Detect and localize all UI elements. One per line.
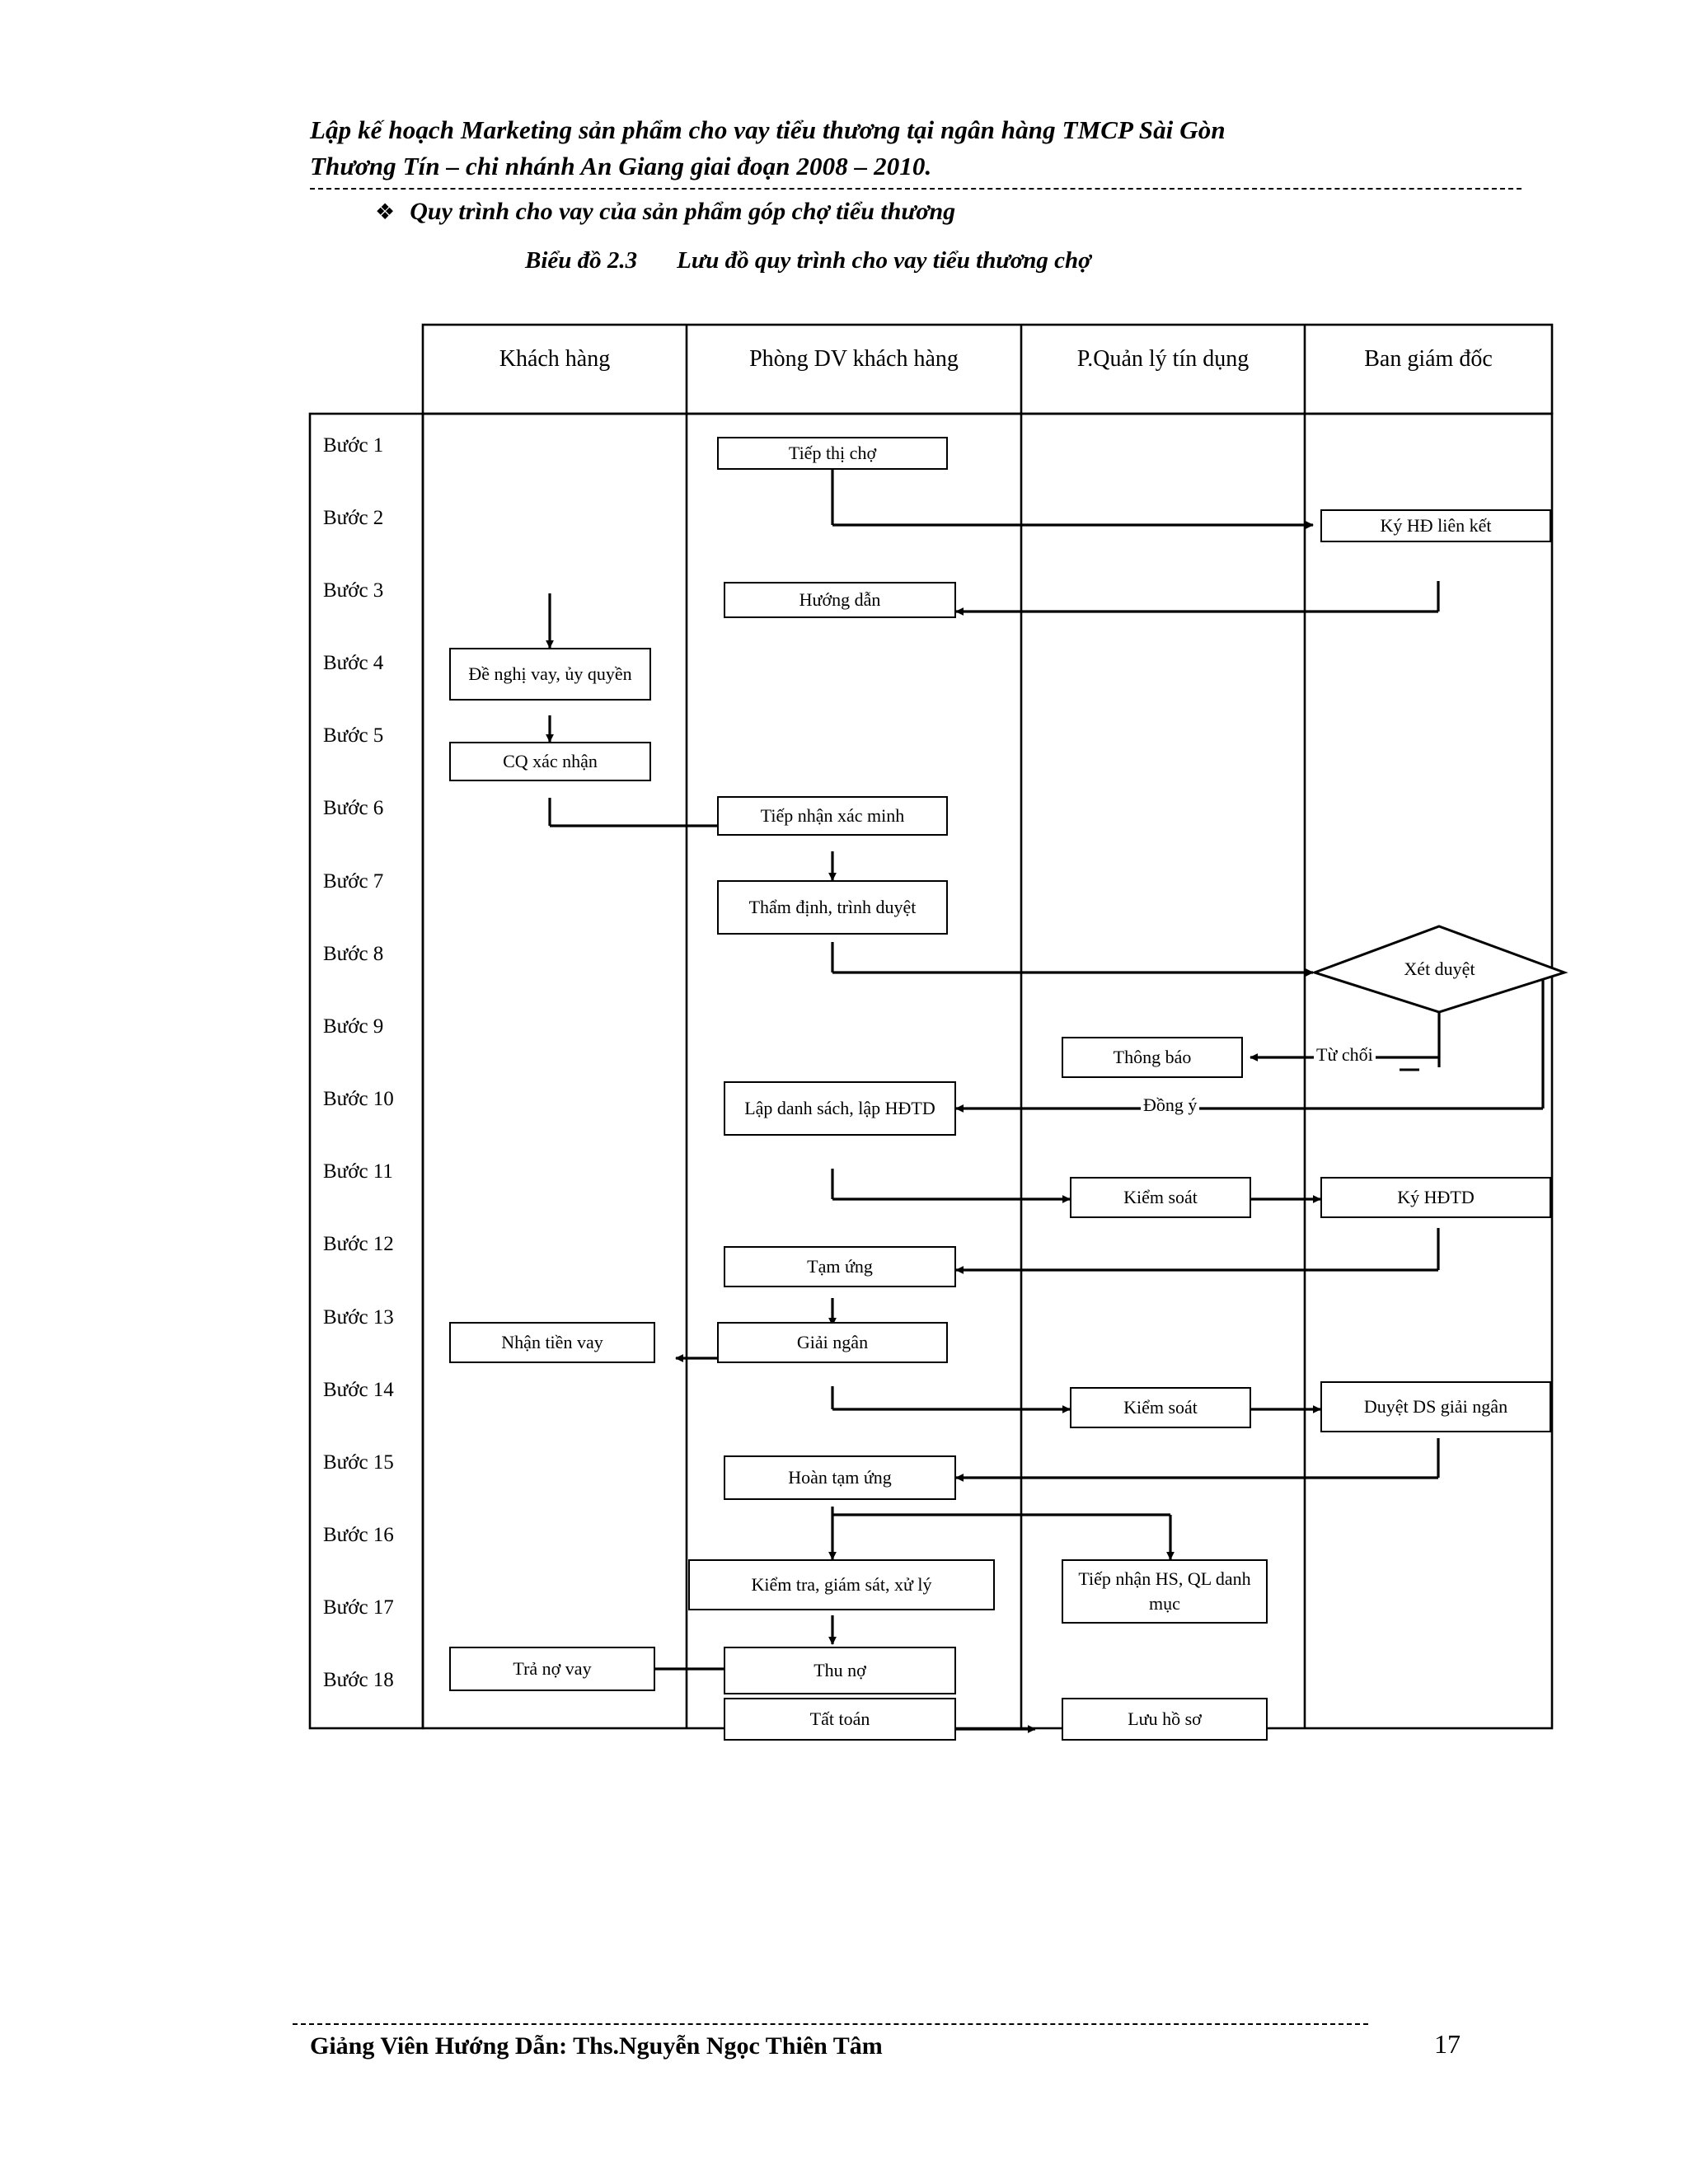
step-label-9: Bước 9 bbox=[323, 1015, 384, 1038]
header-line-1: Lập kế hoạch Marketing sản phẩm cho vay … bbox=[310, 115, 1226, 144]
column-header-ban-giam-doc: Ban giám đốc bbox=[1364, 346, 1493, 372]
step-label-7: Bước 7 bbox=[323, 870, 384, 893]
node-tam-ung[interactable]: Tạm ứng bbox=[724, 1246, 956, 1287]
step-label-18: Bước 18 bbox=[323, 1669, 394, 1691]
step-label-2: Bước 2 bbox=[323, 507, 384, 529]
section-bullet-heading: ❖ Quy trình cho vay của sản phẩm góp chợ… bbox=[375, 198, 955, 226]
node-nhan-tien-vay[interactable]: Nhận tiền vay bbox=[449, 1322, 655, 1363]
step-label-14: Bước 14 bbox=[323, 1379, 394, 1401]
figure-caption-title: Lưu đồ quy trình cho vay tiểu thương chợ bbox=[677, 247, 1091, 274]
node-ky-hdtd[interactable]: Ký HĐTD bbox=[1320, 1177, 1551, 1218]
node-kiem-soat-1[interactable]: Kiểm soát bbox=[1070, 1177, 1251, 1218]
node-thu-no[interactable]: Thu nợ bbox=[724, 1647, 956, 1694]
step-label-15: Bước 15 bbox=[323, 1451, 394, 1474]
footer-divider bbox=[293, 2023, 1368, 2025]
step-label-12: Bước 12 bbox=[323, 1233, 394, 1255]
column-header-khach-hang: Khách hàng bbox=[499, 346, 611, 372]
node-tat-toan[interactable]: Tất toán bbox=[724, 1698, 956, 1741]
column-header-p-quan-ly-tin-dung: P.Quản lý tín dụng bbox=[1076, 346, 1250, 372]
node-kiem-tra-giam-sat-xu-ly[interactable]: Kiểm tra, giám sát, xử lý bbox=[688, 1559, 995, 1610]
node-tiep-nhan-xac-minh[interactable]: Tiếp nhận xác minh bbox=[717, 796, 948, 836]
step-label-11: Bước 11 bbox=[323, 1160, 393, 1183]
figure-caption: Biểu đồ 2.3 Lưu đồ quy trình cho vay tiể… bbox=[525, 247, 1091, 274]
node-ky-hd-lien-ket[interactable]: Ký HĐ liên kết bbox=[1320, 509, 1551, 542]
step-label-3: Bước 3 bbox=[323, 579, 384, 602]
node-xet-duyet-label: Xét duyệt bbox=[1404, 958, 1475, 979]
node-xet-duyet[interactable]: Xét duyệt bbox=[1315, 926, 1564, 1012]
edge-label-tu-choi: Từ chối bbox=[1314, 1044, 1376, 1066]
page-number: 17 bbox=[1434, 2029, 1461, 2059]
node-de-nghi-vay-uy-quyen[interactable]: Đề nghị vay, ủy quyền bbox=[449, 648, 651, 701]
document-header: Lập kế hoạch Marketing sản phẩm cho vay … bbox=[310, 112, 1522, 185]
step-label-1: Bước 1 bbox=[323, 434, 384, 457]
step-label-6: Bước 6 bbox=[323, 797, 384, 819]
diamond-bullet-icon: ❖ bbox=[375, 199, 396, 224]
step-label-13: Bước 13 bbox=[323, 1306, 394, 1329]
node-thong-bao[interactable]: Thông báo bbox=[1062, 1037, 1243, 1078]
node-giai-ngan[interactable]: Giải ngân bbox=[717, 1322, 948, 1363]
node-kiem-soat-2[interactable]: Kiểm soát bbox=[1070, 1387, 1251, 1428]
node-tham-dinh-trinh-duyet[interactable]: Thẩm định, trình duyệt bbox=[717, 880, 948, 935]
step-label-8: Bước 8 bbox=[323, 943, 384, 965]
node-hoan-tam-ung[interactable]: Hoàn tạm ứng bbox=[724, 1455, 956, 1500]
edge-label-dong-y: Đồng ý bbox=[1141, 1094, 1200, 1116]
node-tra-no-vay[interactable]: Trả nợ vay bbox=[449, 1647, 655, 1691]
header-line-2: Thương Tín – chi nhánh An Giang giai đoạ… bbox=[310, 152, 932, 180]
step-label-4: Bước 4 bbox=[323, 652, 384, 674]
node-huong-dan[interactable]: Hướng dẫn bbox=[724, 582, 956, 618]
node-tiep-thi-cho[interactable]: Tiếp thị chợ bbox=[717, 437, 948, 470]
node-luu-ho-so[interactable]: Lưu hồ sơ bbox=[1062, 1698, 1268, 1741]
column-header-phong-dv-khach-hang: Phòng DV khách hàng bbox=[749, 346, 959, 372]
node-tiep-nhan-hs-ql-danh-muc[interactable]: Tiếp nhận HS, QL danh mục bbox=[1062, 1559, 1268, 1624]
step-label-16: Bước 16 bbox=[323, 1524, 394, 1546]
step-label-17: Bước 17 bbox=[323, 1596, 394, 1619]
step-label-10: Bước 10 bbox=[323, 1088, 394, 1110]
footer-advisor-text: Giảng Viên Hướng Dẫn: Ths.Nguyễn Ngọc Th… bbox=[310, 2032, 883, 2060]
figure-caption-label: Biểu đồ 2.3 bbox=[525, 247, 638, 274]
header-divider bbox=[310, 188, 1522, 190]
node-lap-danh-sach-lap-hdtd[interactable]: Lập danh sách, lập HĐTD bbox=[724, 1081, 956, 1136]
step-label-5: Bước 5 bbox=[323, 724, 384, 747]
section-heading-text: Quy trình cho vay của sản phẩm góp chợ t… bbox=[410, 198, 956, 225]
node-cq-xac-nhan[interactable]: CQ xác nhận bbox=[449, 742, 651, 781]
node-duyet-ds-giai-ngan[interactable]: Duyệt DS giải ngân bbox=[1320, 1381, 1551, 1432]
